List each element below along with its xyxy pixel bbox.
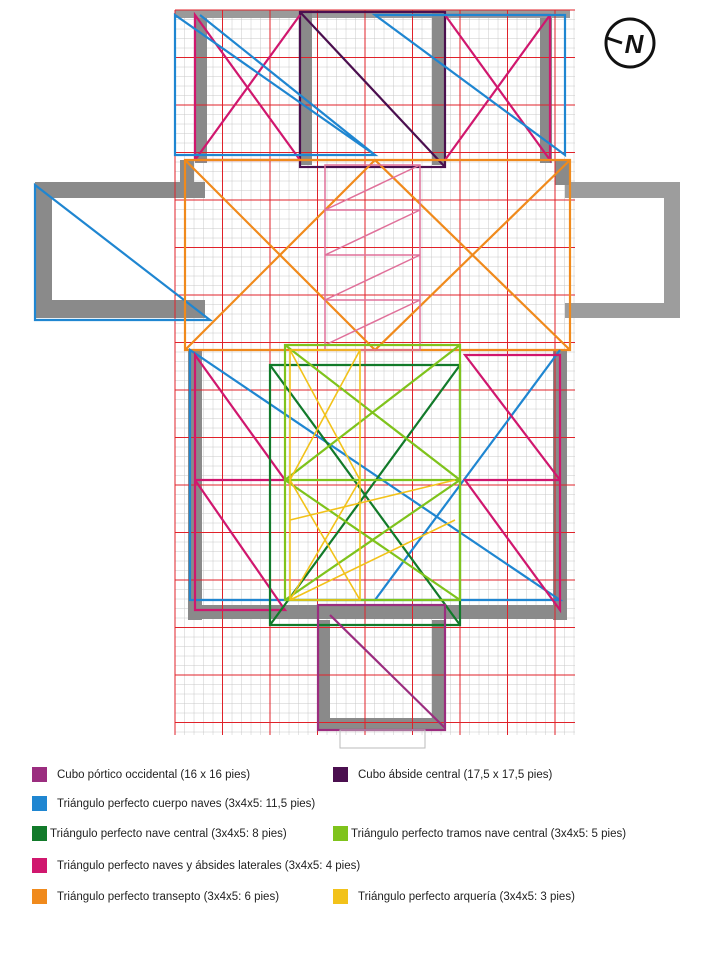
central-nave-triangles xyxy=(268,363,462,627)
apse-cube-diagonal xyxy=(299,11,446,168)
body-triangle-apse-left xyxy=(173,12,379,157)
legend-label: Triángulo perfecto arquería (3x4x5: 3 pi… xyxy=(358,890,575,903)
legend-item-body-triangle: Triángulo perfecto cuerpo naves (3x4x5: … xyxy=(32,796,315,811)
transept-pier xyxy=(180,160,194,185)
legend-item-arcade: Triángulo perfecto arquería (3x4x5: 3 pi… xyxy=(333,889,575,904)
legend-swatch xyxy=(32,796,47,811)
nave-bay-triangles xyxy=(283,343,462,602)
legend-swatch xyxy=(32,889,47,904)
legend-swatch xyxy=(32,767,47,782)
apse-cube xyxy=(298,10,447,169)
portico-cube-diagonal xyxy=(329,614,446,729)
church-floor-plan: N xyxy=(33,9,680,749)
legend-swatch xyxy=(333,767,348,782)
legend-label: Triángulo perfecto transepto (3x4x5: 6 p… xyxy=(57,890,280,903)
central-stair-pattern xyxy=(324,164,421,351)
legend-swatch xyxy=(333,889,348,904)
apse-wall-center-left xyxy=(300,10,312,165)
apse-wall-left xyxy=(195,18,207,163)
legend-label: Cubo pórtico occidental (16 x 16 pies) xyxy=(57,768,251,781)
transept-pier xyxy=(555,160,569,185)
legend-label: Triángulo perfecto cuerpo naves (3x4x5: … xyxy=(57,797,316,810)
side-apse-triangle-left xyxy=(193,11,303,162)
legend-swatch xyxy=(32,826,47,841)
legend-label: Triángulo perfecto naves y ábsides later… xyxy=(57,859,361,872)
legend-item-apse-cube: Cubo ábside central (17,5 x 17,5 pies) xyxy=(333,767,552,782)
entrance-steps xyxy=(339,729,426,749)
legend-swatch xyxy=(32,858,47,873)
legend-label: Triángulo perfecto nave central (3x4x5: … xyxy=(50,827,287,840)
arcade-triangles xyxy=(289,349,456,601)
walls xyxy=(35,10,680,730)
north-arrow-icon: N xyxy=(604,17,656,69)
legend-label: Triángulo perfecto tramos nave central (… xyxy=(351,827,627,840)
apse-wall-center-right xyxy=(432,10,444,165)
side-apse-triangle-right xyxy=(442,13,552,164)
body-triangle-nave xyxy=(188,347,564,602)
body-triangle-apse-right xyxy=(371,13,567,158)
legend-item-portico-cube: Cubo pórtico occidental (16 x 16 pies) xyxy=(32,767,250,782)
right-transept-arm xyxy=(565,182,680,318)
porch-wall-west xyxy=(330,718,432,730)
body-triangle-transept-arm xyxy=(33,182,214,322)
legend-item-nave-bays: Triángulo perfecto tramos nave central (… xyxy=(333,826,626,841)
side-nave-triangles xyxy=(193,351,562,614)
legend-item-side-naves: Triángulo perfecto naves y ábsides later… xyxy=(32,858,360,873)
portico-cube xyxy=(316,603,447,732)
north-label: N xyxy=(625,29,645,59)
legend-item-transept: Triángulo perfecto transepto (3x4x5: 6 p… xyxy=(32,889,279,904)
legend-item-central-nave: Triángulo perfecto nave central (3x4x5: … xyxy=(32,826,287,841)
legend-label: Cubo ábside central (17,5 x 17,5 pies) xyxy=(358,768,553,781)
nave-wall-west xyxy=(188,605,567,619)
legend-swatch xyxy=(333,826,348,841)
